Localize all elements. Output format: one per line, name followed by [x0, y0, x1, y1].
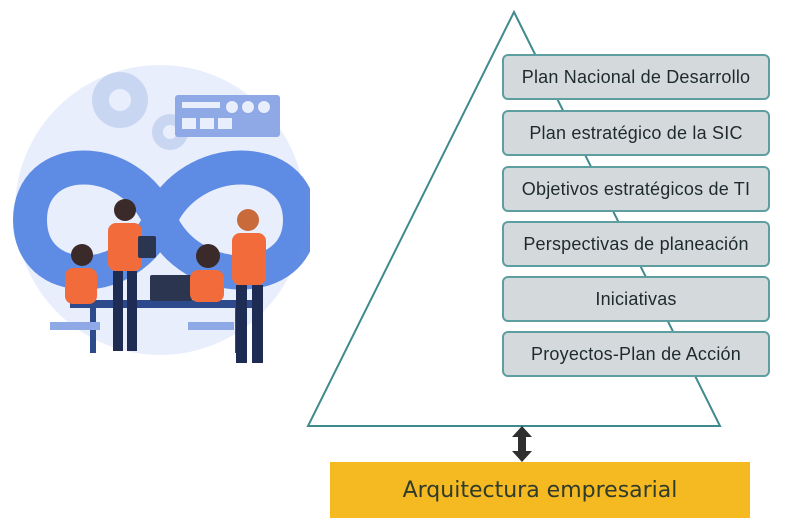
laptop-icon: [150, 275, 192, 301]
person-standing-right: [232, 209, 266, 363]
level-objetivos-ti: Objetivos estratégicos de TI: [502, 166, 770, 212]
person-at-laptop: [188, 244, 234, 330]
level-perspectivas: Perspectivas de planeación: [502, 221, 770, 267]
level-proyectos: Proyectos-Plan de Acción: [502, 331, 770, 377]
table: [70, 300, 260, 308]
person-sitting-left: [50, 244, 100, 330]
arquitectura-empresarial-box: Arquitectura empresarial: [330, 462, 750, 518]
gear-icon: [92, 72, 148, 128]
level-iniciativas: Iniciativas: [502, 276, 770, 322]
team-illustration: [12, 65, 310, 363]
double-arrow-icon: [512, 426, 532, 462]
arquitectura-empresarial-label: Arquitectura empresarial: [402, 477, 678, 503]
level-plan-estrategico: Plan estratégico de la SIC: [502, 110, 770, 156]
person-with-tablet: [108, 199, 156, 351]
level-plan-nacional: Plan Nacional de Desarrollo: [502, 54, 770, 100]
dashboard-panel-icon: [175, 95, 280, 137]
